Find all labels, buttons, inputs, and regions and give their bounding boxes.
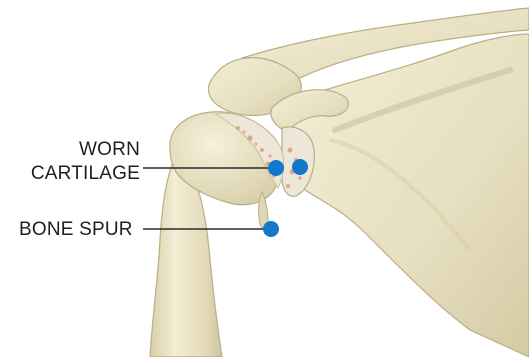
bone-spur-label: BONE SPUR [19,219,133,241]
worn-cartilage-marker-humerus [268,160,284,176]
worn-cartilage-marker-glenoid [292,159,308,175]
worn-cartilage-label-line2: CARTILAGE [31,163,140,185]
bone-spur-marker [263,221,279,237]
worn-cartilage-label-line1: WORN [79,139,140,161]
scapula-bone [289,34,529,357]
